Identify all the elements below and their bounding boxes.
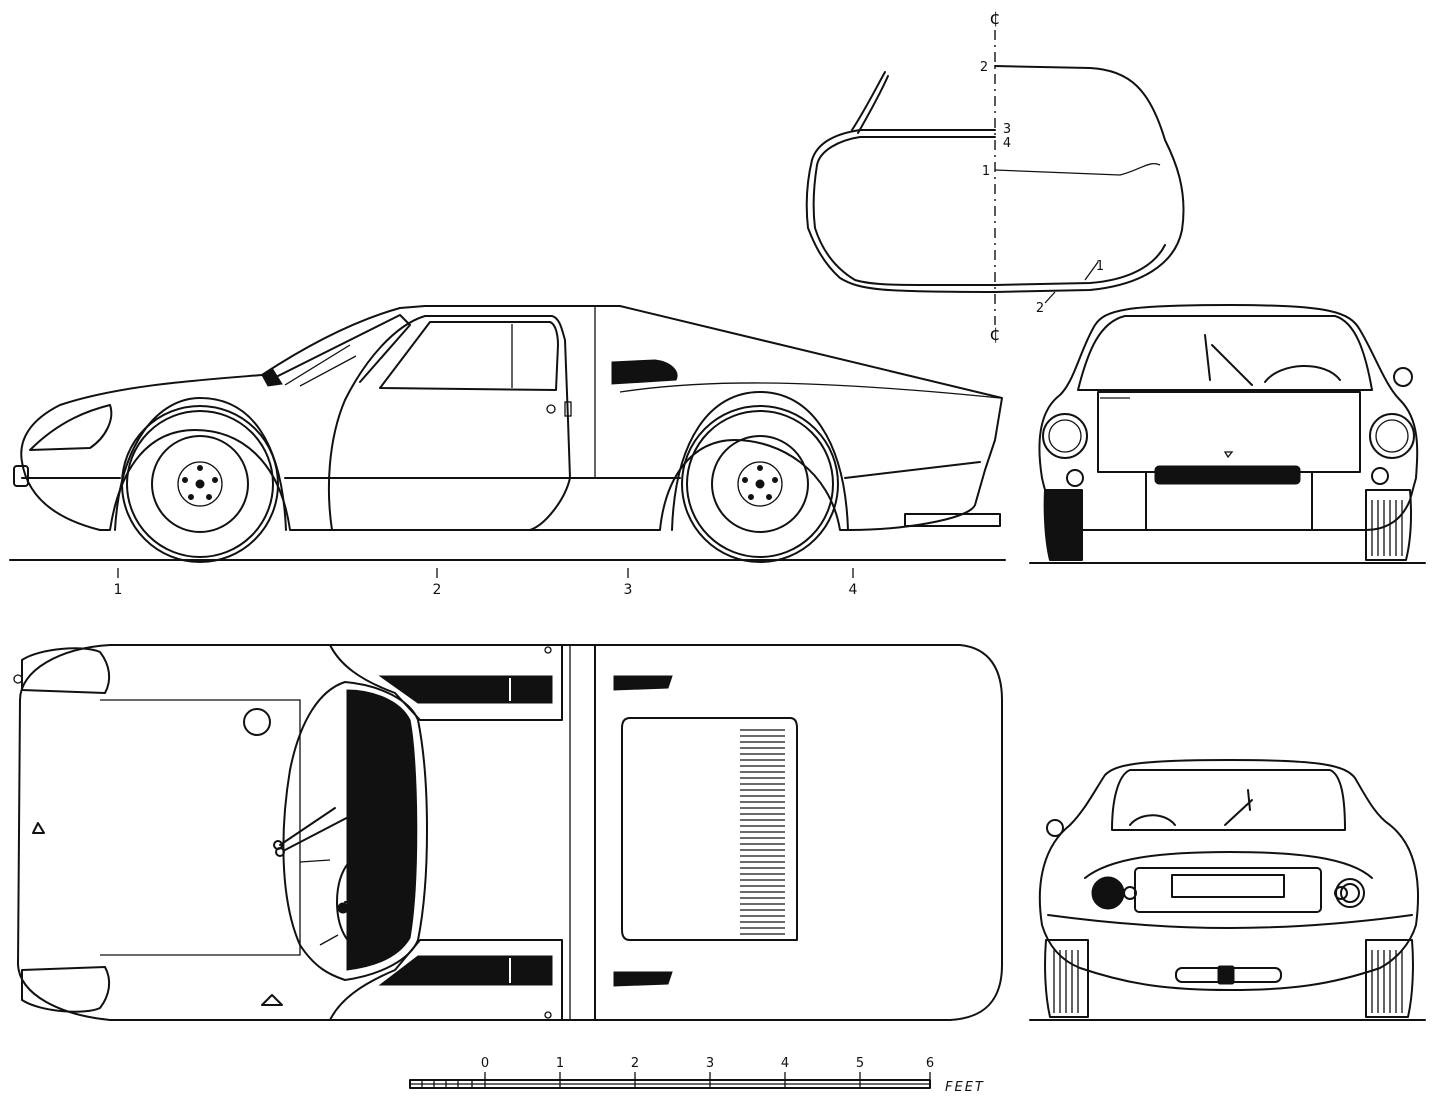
top-side-window-left xyxy=(378,675,553,704)
top-cockpit-interior xyxy=(346,689,418,971)
top-side-window-right xyxy=(378,955,553,986)
station-label-1: 1 xyxy=(114,582,123,598)
scale-tick-3: 3 xyxy=(706,1056,714,1071)
top-door-right xyxy=(329,939,563,1021)
centerline-top-symbol: ¢ xyxy=(989,8,1000,29)
front-wheel-arch xyxy=(114,397,287,531)
side-front-lamp xyxy=(13,465,29,487)
top-body-outline xyxy=(17,644,1003,1021)
scale-tick-2: 2 xyxy=(631,1056,639,1071)
top-engine-louvres xyxy=(740,729,785,935)
front-windshield xyxy=(1077,315,1373,391)
rear-body-outline xyxy=(1038,759,1419,991)
section-outline-outer xyxy=(805,65,1185,293)
front-right-headlight xyxy=(1369,413,1415,459)
rear-left-tyre xyxy=(1044,939,1089,1018)
scale-unit-label: FEET xyxy=(945,1080,985,1095)
side-exhaust xyxy=(904,513,1001,527)
side-mirror xyxy=(261,367,283,387)
top-engine-lid xyxy=(621,717,798,941)
scale-tick-5: 5 xyxy=(856,1056,864,1071)
rear-mirror xyxy=(1046,819,1064,837)
station-label-4: 4 xyxy=(849,582,858,598)
rear-number-plate xyxy=(1171,874,1285,898)
top-front-left-pod xyxy=(21,647,111,694)
front-mirror xyxy=(1393,367,1413,387)
rear-wheel-arch xyxy=(671,391,849,531)
rear-light-bar xyxy=(1084,851,1373,879)
section-outline-inner xyxy=(812,136,1166,287)
station-label-2: 2 xyxy=(433,582,442,598)
top-fuel-cap xyxy=(243,708,271,736)
top-steering-wheel xyxy=(336,856,384,948)
rear-plate-recess xyxy=(1134,867,1322,913)
side-door-window xyxy=(379,321,559,391)
top-door-left xyxy=(329,644,563,721)
rear-view xyxy=(1029,759,1426,1021)
side-air-intake xyxy=(611,359,678,385)
section-windscreen xyxy=(851,71,889,134)
section-view: ¢ ¢ 2 3 4 1 1 2 xyxy=(805,8,1185,345)
front-grille xyxy=(1154,465,1301,485)
side-headlight xyxy=(29,404,113,451)
top-windshield-frame xyxy=(282,681,428,981)
side-body-outline xyxy=(20,305,1003,531)
section-label-2-low: 2 xyxy=(1036,301,1044,316)
side-windshield xyxy=(269,314,411,383)
centerline-bottom-symbol: ¢ xyxy=(989,324,1000,345)
scale-tick-1: 1 xyxy=(556,1056,564,1071)
front-body-outline xyxy=(1038,304,1419,531)
side-view: 1 2 3 4 xyxy=(9,305,1006,598)
front-left-headlight xyxy=(1042,413,1088,459)
front-wheel xyxy=(121,405,279,563)
section-label-2-top: 2 xyxy=(980,60,988,75)
top-front-right-pod xyxy=(21,966,111,1013)
front-wiper xyxy=(1204,334,1253,386)
front-right-indicator xyxy=(1371,467,1389,485)
section-label-1-mid: 1 xyxy=(982,164,990,179)
top-vent-right xyxy=(613,971,673,987)
front-left-indicator xyxy=(1066,469,1084,487)
rear-right-tyre xyxy=(1365,939,1414,1018)
section-label-3: 3 xyxy=(1003,122,1011,137)
scale-tick-4: 4 xyxy=(781,1056,789,1071)
scale-tick-6: 6 xyxy=(926,1056,934,1071)
top-wiper xyxy=(279,807,359,851)
side-belt-line xyxy=(21,461,981,479)
top-view xyxy=(13,644,1003,1021)
scale-tick-0: 0 xyxy=(481,1056,489,1071)
top-vent-left xyxy=(613,675,673,691)
rear-wheel xyxy=(681,405,839,563)
section-label-4: 4 xyxy=(1003,136,1011,151)
rear-window xyxy=(1111,769,1346,831)
side-door xyxy=(327,315,571,531)
rear-left-light xyxy=(1093,878,1123,908)
section-label-1-low: 1 xyxy=(1096,259,1104,274)
rear-wiper xyxy=(1224,789,1253,826)
front-right-tyre xyxy=(1365,489,1412,561)
station-label-3: 3 xyxy=(624,582,633,598)
front-view xyxy=(1029,304,1426,564)
front-hood-panel xyxy=(1097,391,1361,473)
scale-bar: 0 1 2 3 4 5 6 FEET xyxy=(409,1056,985,1095)
